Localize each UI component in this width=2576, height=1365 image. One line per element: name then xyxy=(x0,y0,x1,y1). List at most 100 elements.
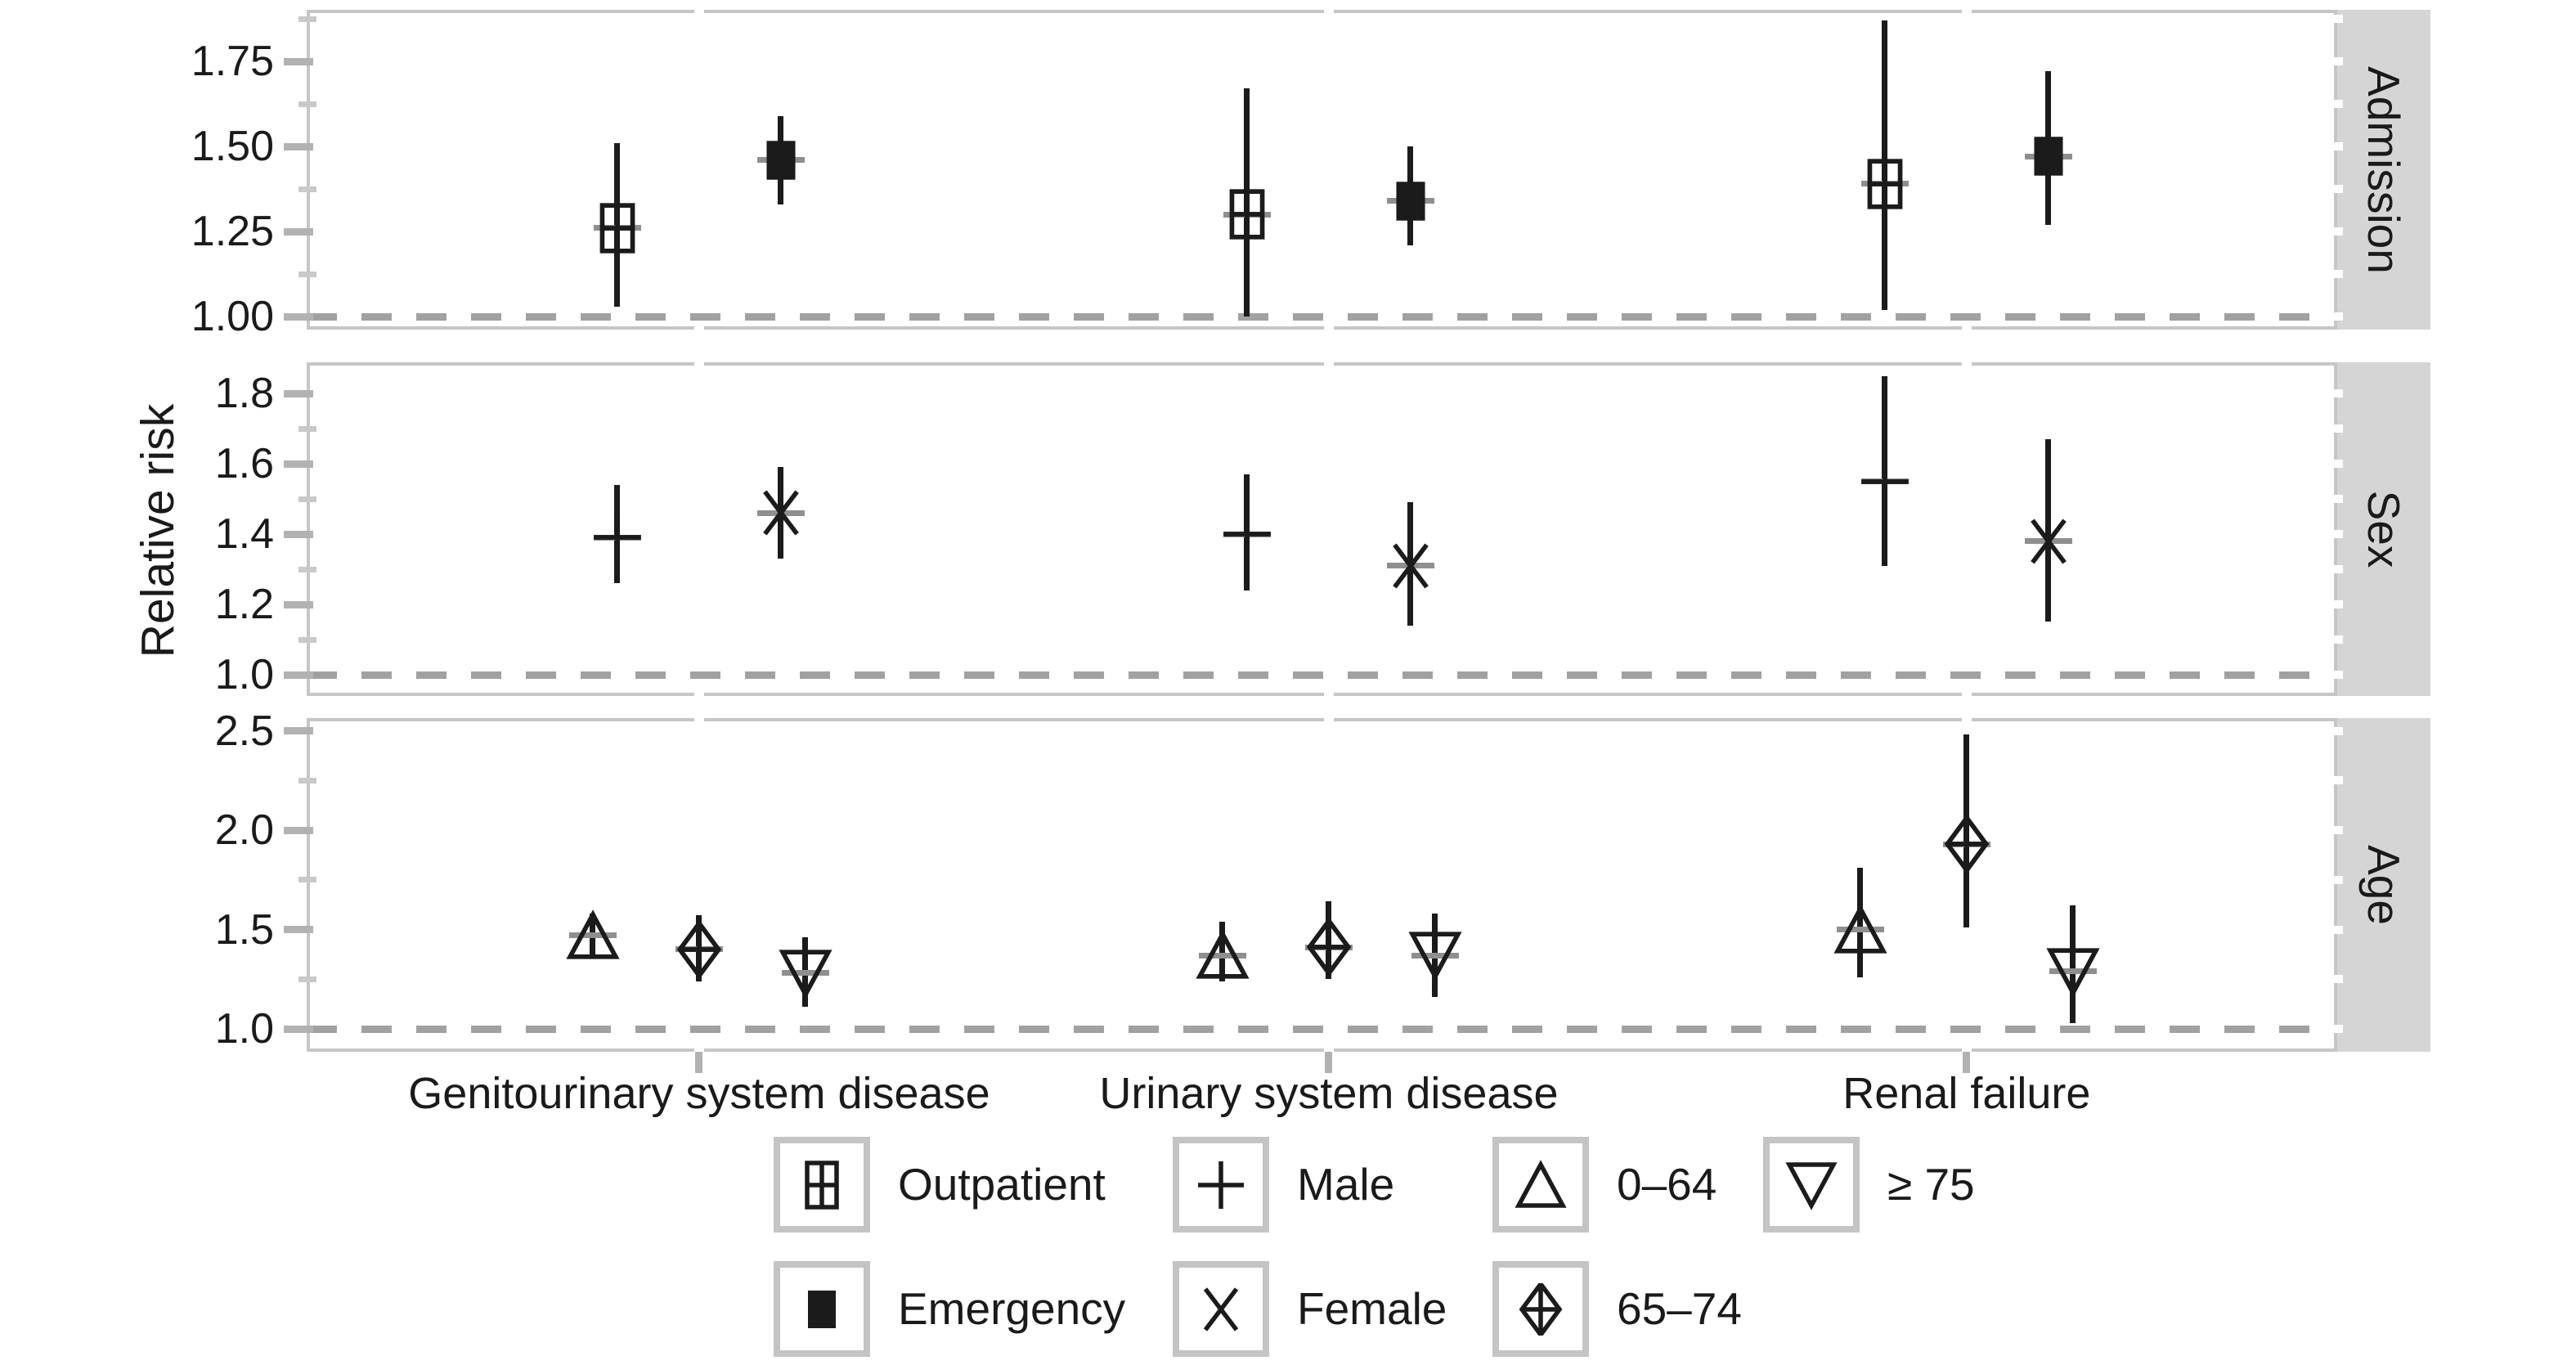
x-icon xyxy=(1393,543,1429,589)
ytick-age-1.5 xyxy=(284,926,313,933)
ytick-admission-1.50 xyxy=(284,142,313,150)
ytick-label-sex: 1.8 xyxy=(214,370,274,417)
crossbar-75-genitourinary-system-disease xyxy=(781,970,829,977)
xtick-cross-bottom-sex xyxy=(693,690,704,700)
square-plus-icon xyxy=(1229,189,1265,240)
ytick-label-sex: 1.4 xyxy=(214,510,274,558)
plus-icon xyxy=(1223,510,1271,559)
marker-outpatient-urinary-system-disease xyxy=(1220,187,1274,241)
crossbar-75-renal-failure xyxy=(2049,968,2097,975)
ytick-right-sex xyxy=(2331,530,2343,538)
reference-line-admission xyxy=(307,313,2337,321)
strip-age xyxy=(2337,718,2430,1052)
marker-outpatient-genitourinary-system-disease xyxy=(590,201,644,255)
strip-label-admission: Admission xyxy=(2358,65,2409,274)
legend-key-emergency xyxy=(774,1261,870,1357)
ytick-minor-right-sex xyxy=(2331,565,2343,573)
legend-label-emergency: Emergency xyxy=(898,1283,1126,1334)
ytick-label-age: 1.5 xyxy=(214,905,274,954)
ytick-minor-age xyxy=(298,777,316,784)
triangle-up-icon xyxy=(1515,1159,1567,1208)
legend-label-outpatient: Outpatient xyxy=(898,1159,1106,1210)
ytick-admission-1.75 xyxy=(284,57,313,65)
xtick-cross-top-admission xyxy=(693,6,704,16)
crossbar-0-64-renal-failure xyxy=(1836,927,1884,932)
square-plus-icon xyxy=(805,1160,839,1210)
legend-key-75 xyxy=(1763,1137,1860,1233)
legend-label-0-64: 0–64 xyxy=(1617,1159,1717,1210)
ytick-right-age xyxy=(2331,925,2343,934)
marker-0-64-genitourinary-system-disease xyxy=(566,909,620,963)
xtick-renal-failure xyxy=(1963,1052,1971,1073)
ytick-age-2.0 xyxy=(284,826,313,834)
crossbar-0-64-urinary-system-disease xyxy=(1198,952,1246,959)
errorbar-75-renal-failure xyxy=(2070,905,2076,1023)
triangle-down-icon xyxy=(2046,947,2100,998)
ytick-minor-right-age xyxy=(2331,975,2343,984)
diamond-plus-icon xyxy=(676,919,722,980)
ytick-sex-1.2 xyxy=(284,600,313,608)
legend-label-female: Female xyxy=(1297,1283,1447,1334)
ytick-label-age: 2.0 xyxy=(214,806,274,854)
legend-key-65-74 xyxy=(1492,1261,1589,1357)
ytick-label-age: 2.5 xyxy=(214,707,274,755)
triangle-down-icon xyxy=(1408,932,1462,981)
legend-key-male xyxy=(1173,1137,1269,1233)
plus-icon xyxy=(1860,456,1909,506)
triangle-down-icon xyxy=(1785,1161,1838,1210)
ytick-sex-1.8 xyxy=(284,389,313,397)
ytick-label-sex: 1.0 xyxy=(214,651,274,698)
errorbar-0-64-urinary-system-disease xyxy=(1219,921,1226,981)
marker-male-renal-failure xyxy=(1858,455,1912,509)
xtick-cross-top-age xyxy=(693,714,704,724)
plus-icon xyxy=(1198,1161,1244,1209)
ytick-age-2.5 xyxy=(284,727,313,734)
xtick-cross-top-admission xyxy=(1323,6,1334,16)
diamond-plus-icon xyxy=(1944,814,1990,874)
xtick-cross-bottom-sex xyxy=(1323,690,1334,700)
legend-label-75: ≥ 75 xyxy=(1887,1159,1975,1210)
ytick-age-1.0 xyxy=(284,1025,313,1033)
ytick-minor-right-admission xyxy=(2331,270,2343,278)
strip-label-sex: Sex xyxy=(2358,490,2409,568)
xtick-cross-top-admission xyxy=(1961,6,1972,16)
triangle-down-icon xyxy=(779,950,832,999)
ytick-minor-admission xyxy=(298,101,316,107)
ytick-right-admission xyxy=(2331,57,2343,65)
ytick-minor-age xyxy=(298,877,316,883)
ytick-label-admission: 1.00 xyxy=(191,293,274,340)
ytick-label-admission: 1.50 xyxy=(191,123,274,170)
marker-female-genitourinary-system-disease xyxy=(754,486,808,540)
legend-key-female xyxy=(1173,1261,1269,1357)
ytick-minor-admission xyxy=(298,16,316,22)
marker-outpatient-renal-failure xyxy=(1858,157,1912,211)
marker-female-renal-failure xyxy=(2022,514,2076,568)
marker-0-64-renal-failure xyxy=(1833,903,1887,957)
ytick-right-age xyxy=(2331,1025,2343,1033)
triangle-up-icon xyxy=(566,909,620,959)
ytick-right-sex xyxy=(2331,389,2343,397)
marker-0-64-urinary-system-disease xyxy=(1196,928,1250,982)
ytick-minor-sex xyxy=(298,425,316,432)
ytick-right-admission xyxy=(2331,142,2343,150)
ytick-label-admission: 1.75 xyxy=(191,38,274,85)
ytick-sex-1.6 xyxy=(284,460,313,468)
filled-square-icon xyxy=(2034,137,2063,177)
filled-square-icon xyxy=(766,140,796,180)
marker-emergency-genitourinary-system-disease xyxy=(754,133,808,187)
ytick-label-admission: 1.25 xyxy=(191,208,274,255)
panel-admission xyxy=(307,10,2337,330)
triangle-up-icon xyxy=(1833,903,1887,954)
ytick-minor-right-sex xyxy=(2331,495,2343,503)
ytick-minor-admission xyxy=(298,186,316,192)
xtick-cross-top-sex xyxy=(1961,358,1972,368)
ytick-minor-right-sex xyxy=(2331,635,2343,644)
xtick-cross-top-sex xyxy=(1323,358,1334,368)
marker-75-renal-failure xyxy=(2046,945,2100,999)
legend-label-65-74: 65–74 xyxy=(1617,1283,1742,1334)
panel-age xyxy=(307,718,2337,1052)
ytick-right-age xyxy=(2331,826,2343,834)
ytick-right-admission xyxy=(2331,227,2343,236)
x-icon xyxy=(1203,1286,1239,1331)
reference-line-age xyxy=(307,1026,2337,1033)
